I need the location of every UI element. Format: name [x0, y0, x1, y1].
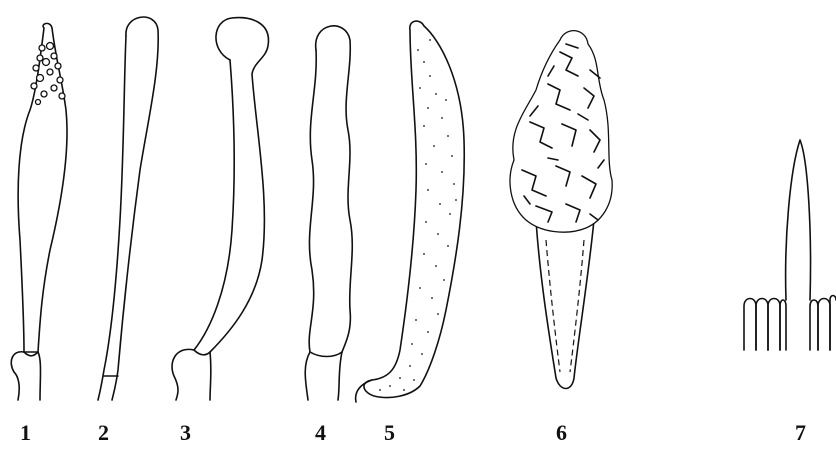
figure-7-cystidium	[744, 140, 836, 350]
figure-3-label: 3	[180, 420, 191, 445]
figure-1-label: 1	[20, 420, 31, 445]
figure-2-label: 2	[98, 420, 109, 445]
figure-4-cystidium	[305, 26, 352, 400]
figure-1-cystidium	[11, 23, 67, 400]
figure-6-label: 6	[556, 420, 567, 445]
figure-6-cystidium	[510, 31, 612, 389]
figure-5-label: 5	[384, 420, 395, 445]
figure-7-label: 7	[795, 420, 806, 445]
figure-4-label: 4	[315, 420, 326, 445]
crystal-incrustation	[510, 31, 612, 233]
figure-3-cystidium	[172, 18, 268, 400]
figure-5-cystidium	[356, 21, 465, 402]
basidioles	[744, 296, 836, 351]
figure-2-cystidium	[98, 17, 158, 400]
